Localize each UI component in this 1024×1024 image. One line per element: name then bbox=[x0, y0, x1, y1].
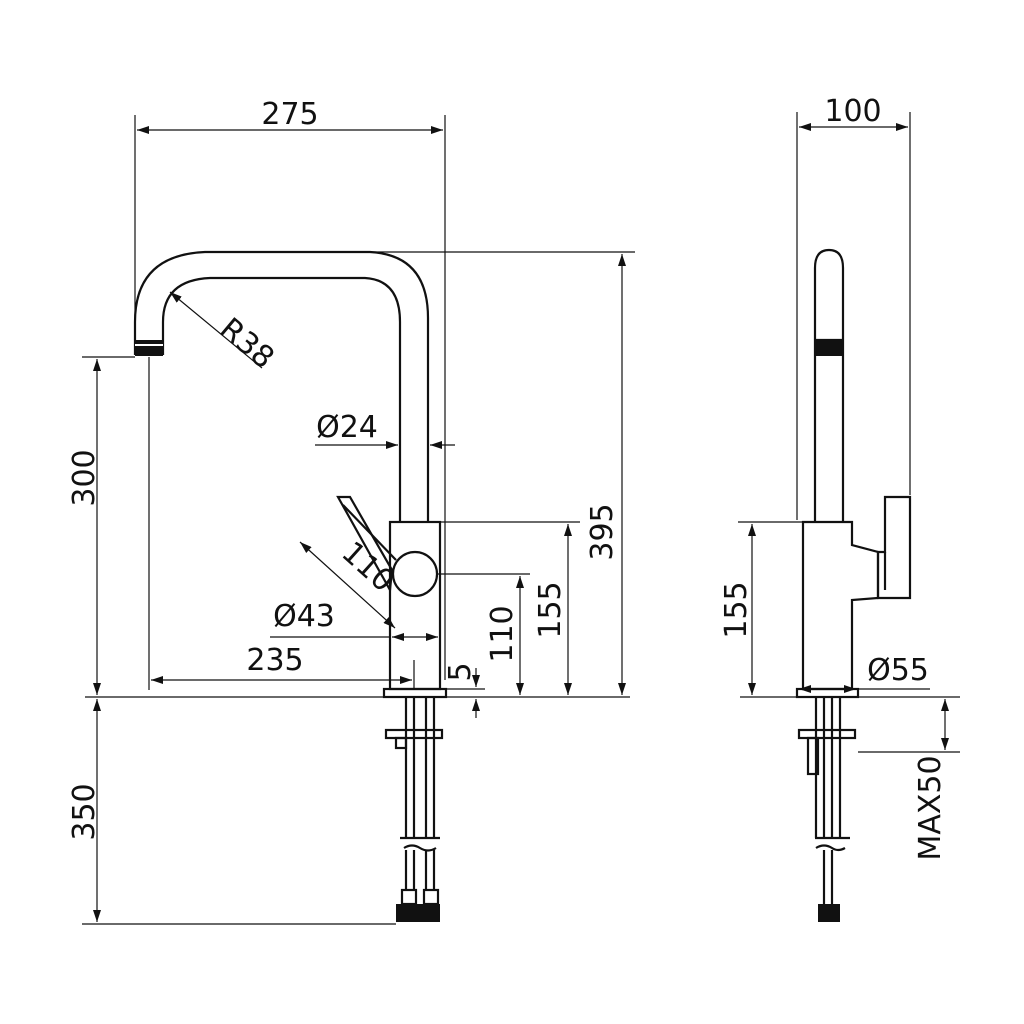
dim-235-label: 235 bbox=[246, 643, 303, 678]
dim-depth-overall: 100 bbox=[796, 94, 911, 520]
dim-155-label: 155 bbox=[533, 581, 568, 638]
side-base-plate bbox=[795, 687, 860, 699]
dim-below-counter: 350 bbox=[67, 699, 396, 925]
dim-d24-label: Ø24 bbox=[316, 410, 378, 445]
dim-395-label: 395 bbox=[585, 503, 620, 560]
side-view: 100 155 Ø55 MAX50 bbox=[719, 94, 960, 922]
dim-overall-height: 395 bbox=[360, 251, 635, 695]
dim-r38-label: R38 bbox=[213, 311, 281, 376]
supply-pipes bbox=[384, 697, 444, 922]
dim-350-label: 350 bbox=[67, 783, 102, 840]
dim-body-height: 155 bbox=[440, 521, 580, 695]
side-spout bbox=[813, 248, 845, 522]
dim-base-plate: 5 bbox=[443, 662, 485, 718]
dim-lever-axis-height: 110 bbox=[437, 573, 530, 695]
dim-max50-label: MAX50 bbox=[913, 755, 948, 860]
dim-spout-reach: 235 bbox=[148, 357, 415, 690]
base-plate bbox=[382, 687, 448, 699]
dim-side-body-height: 155 bbox=[719, 521, 803, 695]
dim-300-label: 300 bbox=[67, 449, 102, 506]
dim-body-diameter: Ø43 bbox=[270, 599, 438, 641]
dim-110-axis-label: 110 bbox=[485, 605, 520, 662]
dim-spout-height: 300 bbox=[67, 356, 135, 695]
dim-side-155-label: 155 bbox=[719, 581, 754, 638]
dim-275-label: 275 bbox=[261, 97, 318, 132]
dim-d55-label: Ø55 bbox=[867, 653, 929, 688]
front-view: 275 R38 Ø24 300 395 110 bbox=[67, 97, 635, 925]
dim-max-counter-thickness: MAX50 bbox=[858, 699, 960, 861]
dim-base-diameter: Ø55 bbox=[799, 653, 930, 693]
body bbox=[388, 520, 442, 691]
spout-tip bbox=[135, 340, 163, 356]
dim-5-label: 5 bbox=[443, 662, 478, 681]
spout-outline bbox=[133, 250, 430, 522]
spout-inner-outline bbox=[161, 276, 402, 522]
dim-bend-radius: R38 bbox=[169, 291, 281, 376]
dim-width-overall: 275 bbox=[134, 97, 446, 680]
dim-spout-diameter: Ø24 bbox=[315, 410, 455, 449]
side-supply-pipes bbox=[797, 697, 857, 922]
side-lever bbox=[876, 495, 912, 600]
dim-d43-label: Ø43 bbox=[273, 599, 335, 634]
dim-100-label: 100 bbox=[824, 94, 881, 129]
